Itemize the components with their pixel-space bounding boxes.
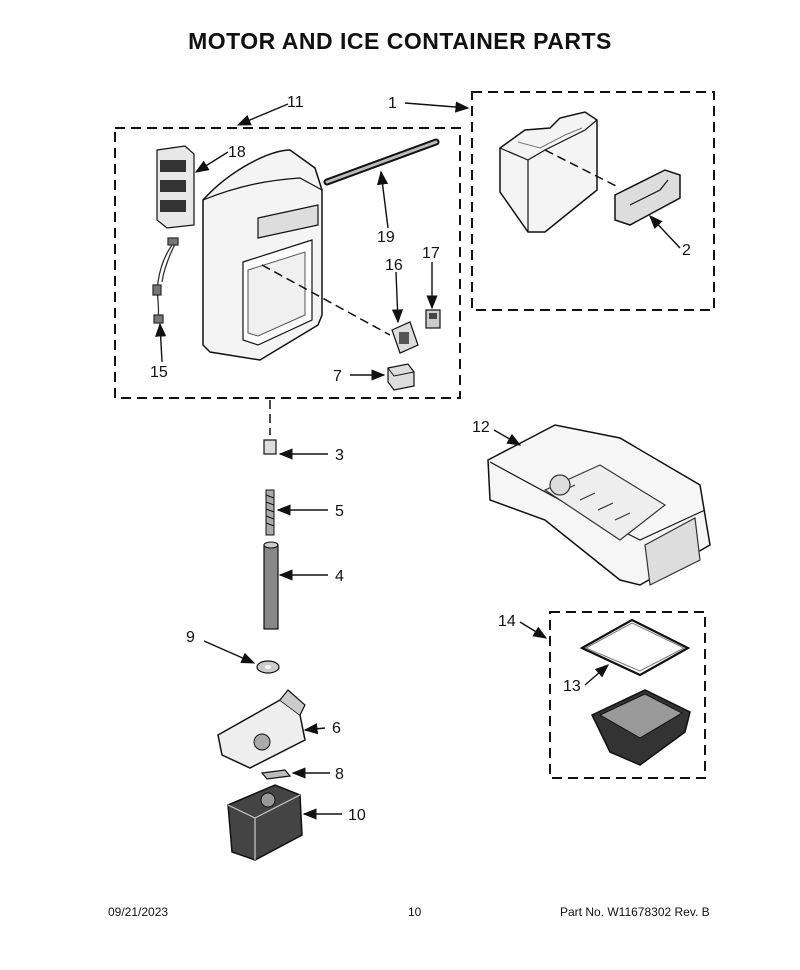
group-box-1: [471, 91, 715, 311]
part-3-coupler: [263, 439, 277, 455]
part-2-bucket-front: [614, 169, 681, 226]
part-6-bracket: [217, 689, 306, 769]
callout-8: 8: [335, 766, 344, 783]
callout-7: 7: [333, 368, 342, 385]
part-12-ice-maker: [487, 424, 711, 586]
part-1-ice-bucket: [499, 111, 598, 233]
part-7-relay: [387, 363, 415, 391]
part-19-seal-strip: [323, 138, 440, 186]
part-17-switch: [425, 309, 441, 329]
callout-2: 2: [682, 242, 691, 259]
callout-17: 17: [422, 245, 440, 262]
callout-13: 13: [563, 678, 581, 695]
callout-9: 9: [186, 629, 195, 646]
callout-19: 19: [377, 229, 395, 246]
callout-16: 16: [385, 257, 403, 274]
part-4-shaft: [263, 541, 279, 630]
part-14-housing: [590, 689, 691, 766]
callout-6: 6: [332, 720, 341, 737]
part-9-washer: [256, 660, 280, 674]
part-18-panel: [156, 145, 195, 229]
part-13-gasket: [579, 618, 691, 677]
leader-lines: [155, 101, 681, 820]
callout-5: 5: [335, 503, 344, 520]
footer-part-number: Part No. W11678302 Rev. B: [560, 905, 710, 919]
part-10-motor: [227, 784, 303, 861]
callout-12: 12: [472, 419, 490, 436]
footer-page-number: 10: [408, 905, 422, 919]
callout-10: 10: [348, 807, 366, 824]
callout-11: 11: [287, 94, 304, 111]
part-15-wire-harness: [152, 237, 179, 324]
callout-18: 18: [228, 144, 246, 161]
callout-15: 15: [150, 364, 168, 381]
page-title: MOTOR AND ICE CONTAINER PARTS: [188, 28, 612, 54]
group-box-11: [114, 127, 461, 399]
part-16-switch-plate: [391, 321, 419, 354]
callout-4: 4: [335, 568, 344, 585]
footer-date: 09/21/2023: [108, 905, 169, 919]
part-8-clip: [260, 769, 292, 780]
callout-1: 1: [388, 95, 397, 112]
callout-3: 3: [335, 447, 344, 464]
callout-14: 14: [498, 613, 516, 630]
part-11-dispenser-housing: [202, 149, 323, 361]
part-5-spring: [265, 489, 275, 536]
